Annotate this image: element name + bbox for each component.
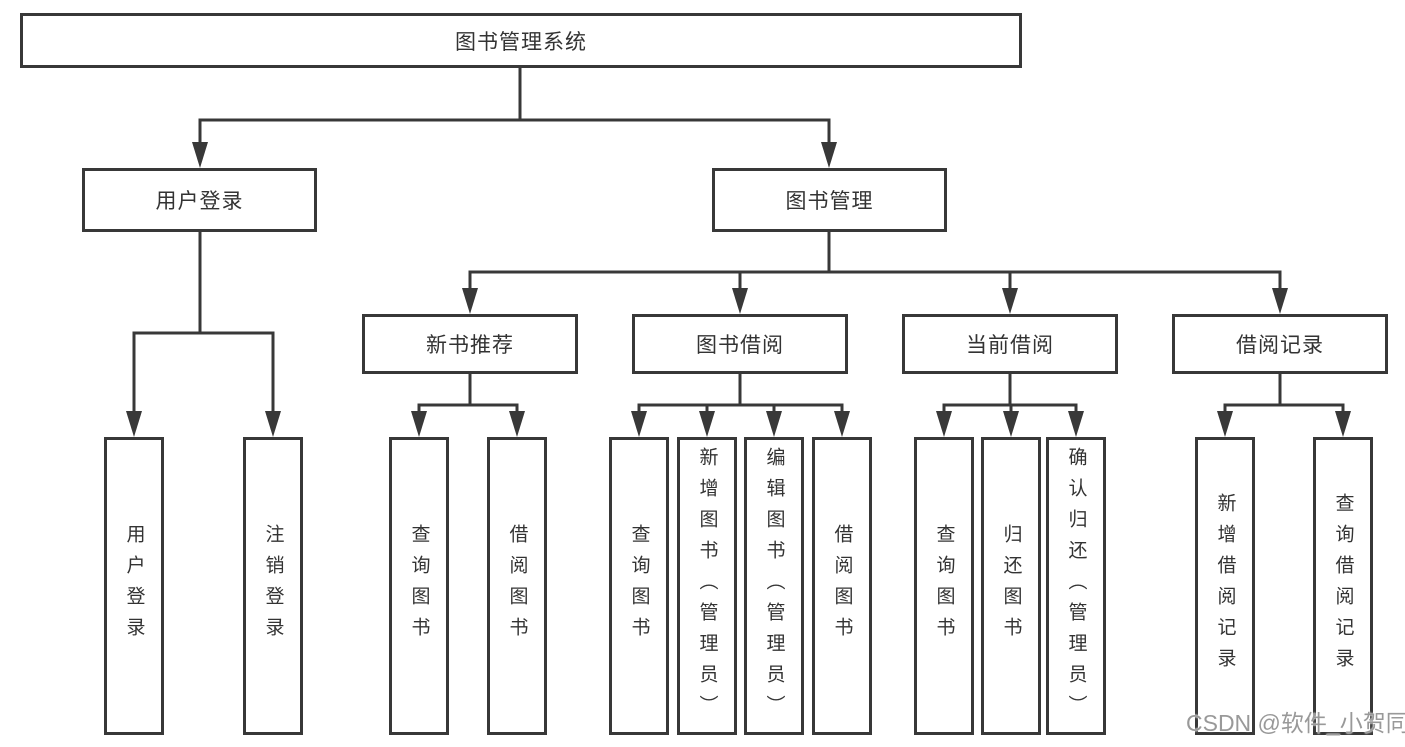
leaf-confirm-return-admin: 确认归还（管理员） — [1046, 437, 1106, 735]
node-label: 图书借阅 — [696, 334, 784, 357]
node-library-management-system: 图书管理系统 — [20, 13, 1022, 68]
node-label: 新增图书（管理员） — [696, 446, 718, 726]
leaf-add-book-admin: 新增图书（管理员） — [677, 437, 737, 735]
node-label: 查询借阅记录 — [1332, 493, 1354, 679]
leaf-query-books-borrowing: 查询图书 — [609, 437, 669, 735]
node-book-management: 图书管理 — [712, 168, 947, 232]
node-current-borrowing: 当前借阅 — [902, 314, 1118, 374]
leaf-borrow-books-borrowing: 借阅图书 — [812, 437, 872, 735]
node-label: 用户登录 — [155, 190, 244, 213]
node-user-login: 用户登录 — [82, 168, 317, 232]
node-new-book-recommendation: 新书推荐 — [362, 314, 578, 374]
node-label: 当前借阅 — [966, 334, 1054, 357]
node-label: 新增借阅记录 — [1214, 493, 1236, 679]
node-label: 查询图书 — [408, 524, 430, 648]
node-borrowing-records: 借阅记录 — [1172, 314, 1388, 374]
leaf-query-borrow-record: 查询借阅记录 — [1313, 437, 1373, 735]
node-label: 用户登录 — [123, 524, 145, 648]
node-label: 新书推荐 — [426, 334, 514, 357]
node-label: 归还图书 — [1000, 524, 1022, 648]
leaf-edit-book-admin: 编辑图书（管理员） — [744, 437, 804, 735]
node-label: 借阅记录 — [1236, 334, 1324, 357]
node-label: 借阅图书 — [506, 524, 528, 648]
node-label: 查询图书 — [628, 524, 650, 648]
node-label: 借阅图书 — [831, 524, 853, 648]
leaf-return-books: 归还图书 — [981, 437, 1041, 735]
node-label: 查询图书 — [933, 524, 955, 648]
node-label: 注销登录 — [262, 524, 284, 648]
leaf-add-borrow-record: 新增借阅记录 — [1195, 437, 1255, 735]
leaf-user-login: 用户登录 — [104, 437, 164, 735]
leaf-logout: 注销登录 — [243, 437, 303, 735]
csdn-watermark: CSDN @软件_小贺同学 — [1186, 710, 1405, 736]
node-label: 图书管理 — [785, 190, 874, 213]
leaf-query-books-current: 查询图书 — [914, 437, 974, 735]
node-label: 图书管理系统 — [455, 30, 587, 54]
node-label: 编辑图书（管理员） — [763, 446, 785, 726]
node-book-borrowing: 图书借阅 — [632, 314, 848, 374]
node-label: 确认归还（管理员） — [1065, 446, 1087, 726]
leaf-query-books-recommend: 查询图书 — [389, 437, 449, 735]
leaf-borrow-books-recommend: 借阅图书 — [487, 437, 547, 735]
